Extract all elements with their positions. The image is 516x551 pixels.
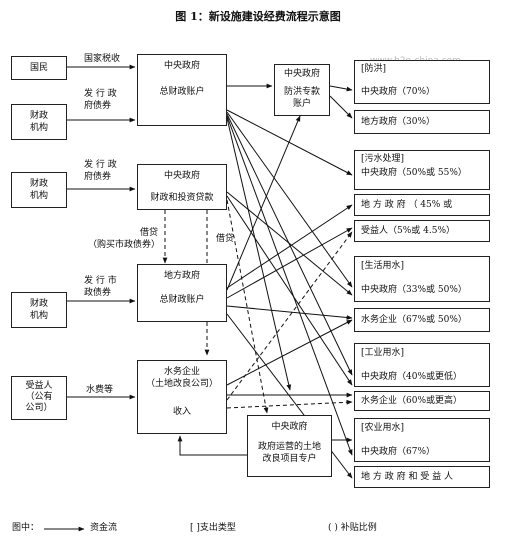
source-caizheng-1: 财政 机构 (11, 104, 67, 140)
arrow-touzi-shenghuo (226, 191, 353, 296)
label-goumai: （购买市政债券） (88, 240, 161, 250)
category-flood: [防洪] 中央政府（70%） (354, 60, 490, 104)
category-sewage-beneficiary: 受益人（5%或 4.5%） (354, 220, 490, 242)
label-faxing-1b: 府债券 (84, 101, 112, 111)
source-shouyiren: 受益人 （公有 公司） (11, 376, 67, 420)
label-shuifei: 水费等 (86, 385, 114, 395)
water-company: 水务企业 （土地改良公司） 收入 (137, 360, 227, 434)
category-industrial: [工业用水] 中央政府（40%或更低） (354, 343, 490, 387)
source-caizheng-2: 财政 机构 (11, 172, 67, 208)
label-faxing-2b: 府债券 (84, 172, 112, 182)
source-guomin: 国民 (11, 56, 67, 80)
source-caizheng-3: 财政 机构 (11, 292, 67, 328)
dash-touzi-tudi (226, 199, 269, 414)
legend-category: [ ]支出类型 (190, 523, 236, 533)
category-sewage: [污水处理] 中央政府（50%或 55%） (354, 150, 490, 190)
arrow-central-tudi (226, 117, 292, 391)
arrow-water-shuiwu (226, 319, 353, 386)
category-sewage-local: 地 方 政 府 （ 45% 或 (354, 194, 490, 216)
arrow-central-shenghuo (226, 111, 353, 288)
arrow-central-gongye (226, 113, 353, 376)
category-agricultural-local: 地 方 政 府 和 受 益 人 (354, 466, 490, 488)
label-jiedai-2: 借贷 (216, 234, 235, 244)
arrow-local-shuiwu (226, 305, 353, 320)
arrow-fanghong-30 (329, 95, 353, 119)
arrow-central-wushui (226, 109, 353, 176)
arrow-fanghong-70 (329, 85, 353, 92)
label-faxing-3a: 发 行 市 (84, 276, 117, 286)
arrow-central-nongye (226, 115, 353, 456)
category-flood-local: 地方政府（30%） (354, 110, 490, 134)
central-investment-loan: 中央政府 财政和投资贷款 (137, 164, 227, 210)
arrow-local-shouyi (226, 227, 353, 299)
local-general-account: 地方政府 总财政账户 (137, 264, 227, 322)
central-general-account: 中央政府 总财政账户 (137, 54, 227, 126)
figure-title: 图 1：新设施建设经费流程示意图 (175, 10, 341, 23)
arrow-local-wushui (226, 204, 353, 289)
legend-prefix: 图中： (12, 523, 40, 533)
central-land-improvement: 中央政府 政府运营的土地 改良项目专户 (247, 415, 332, 477)
arrow-tudi-water (177, 435, 247, 456)
central-flood-account: 中央政府 防洪专款 账户 (274, 64, 330, 116)
arrow-touzi-gongye (226, 195, 353, 386)
category-industrial-water-co: 水务企业（60%或更高） (354, 391, 490, 411)
legend-subsidy: ( ) 补贴比例 (328, 523, 377, 533)
legend-flow: 资金流 (90, 523, 118, 533)
label-guojia-shuishou: 国家税收 (84, 54, 121, 64)
category-agricultural: [农业用水] 中央政府（67%） (354, 418, 490, 462)
label-jiedai-1: 借贷 (140, 228, 159, 238)
label-faxing-3b: 政债券 (84, 288, 112, 298)
category-domestic: [生活用水] 中央政府（33%或 50%） (354, 256, 490, 302)
arrow-local-fanghong (226, 115, 301, 291)
label-faxing-2a: 发 行 政 (84, 160, 117, 170)
category-domestic-water-co: 水务企业（67%或 50%） (354, 308, 490, 332)
label-faxing-1a: 发 行 政 (84, 89, 117, 99)
